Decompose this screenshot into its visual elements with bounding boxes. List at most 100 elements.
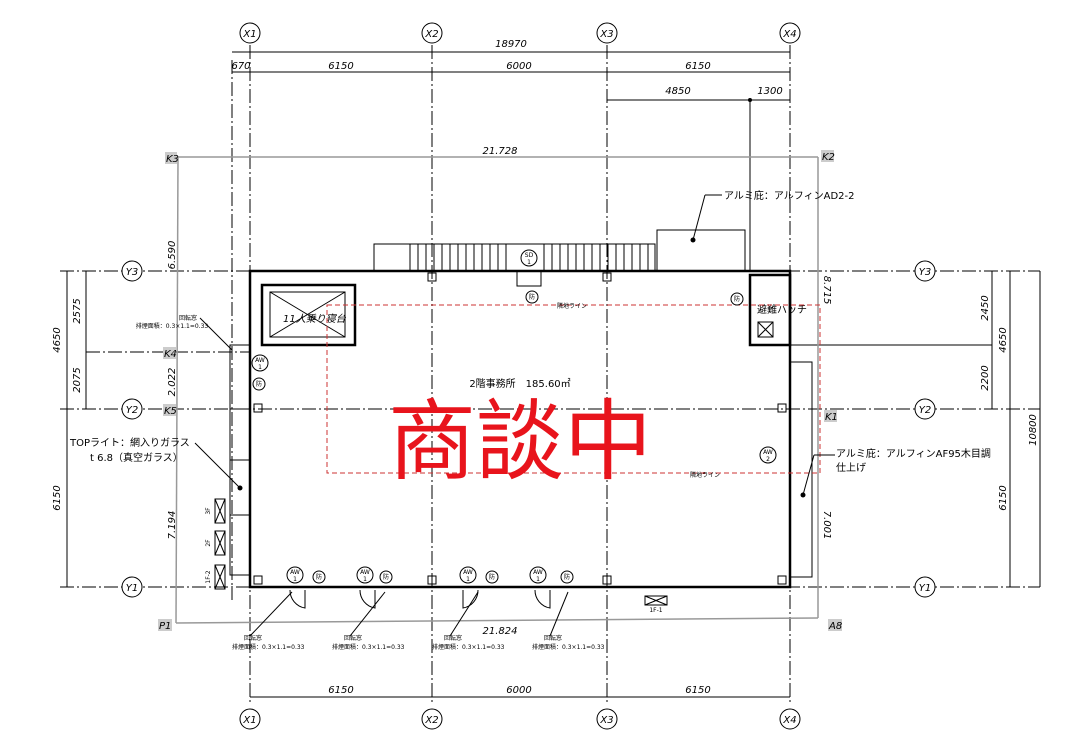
axis-bubble-x1-top: X1 — [239, 22, 261, 44]
svg-text:A8: A8 — [828, 621, 842, 632]
svg-text:防: 防 — [489, 573, 495, 581]
dimensions-left: 4650 6150 2575 2075 — [52, 271, 87, 587]
svg-text:4850: 4850 — [665, 86, 690, 97]
svg-text:2: 2 — [766, 456, 770, 463]
survey-lines: 21.728 21.824 6.590 2.022 7.194 8.715 7.… — [167, 146, 832, 637]
svg-text:2075: 2075 — [72, 367, 83, 392]
svg-text:K5: K5 — [164, 406, 177, 417]
canopy-ad: アルミ庇：アルフィンAD2-2 — [656, 189, 854, 272]
svg-text:21.824: 21.824 — [483, 626, 518, 637]
svg-text:TOPライト：網入りガラス: TOPライト：網入りガラス — [69, 436, 190, 449]
svg-text:Y2: Y2 — [919, 405, 931, 416]
svg-text:1300: 1300 — [757, 86, 782, 97]
svg-text:回転窓: 回転窓 — [179, 314, 197, 322]
svg-text:6150: 6150 — [328, 685, 353, 696]
svg-text:1: 1 — [466, 576, 470, 583]
balcony — [373, 243, 656, 287]
negotiation-stamp: 商談中 — [388, 390, 652, 493]
svg-text:防: 防 — [564, 573, 570, 581]
fire-mark-right: 防 — [730, 292, 744, 306]
svg-text:1: 1 — [258, 364, 262, 371]
svg-text:回転窓: 回転窓 — [444, 634, 462, 642]
svg-text:1: 1 — [293, 576, 297, 583]
axis-bubble-y1-right: Y1 — [914, 576, 936, 598]
svg-text:排煙面積：0.3×1.1=0.33: 排煙面積：0.3×1.1=0.33 — [232, 643, 305, 651]
svg-text:回転窓: 回転窓 — [344, 634, 362, 642]
svg-text:AW: AW — [290, 569, 300, 576]
svg-text:AW: AW — [763, 449, 773, 456]
svg-text:4650: 4650 — [52, 327, 63, 352]
room-label: 2階事務所 185.60㎡ — [469, 377, 570, 390]
svg-text:隣地ライン: 隣地ライン — [690, 471, 720, 479]
svg-text:避難ハッチ: 避難ハッチ — [757, 303, 807, 316]
svg-text:Y3: Y3 — [919, 267, 931, 278]
svg-text:AW: AW — [463, 569, 473, 576]
svg-text:1F-2: 1F-2 — [205, 570, 212, 583]
svg-text:隣地ライン: 隣地ライン — [557, 302, 587, 310]
elevator: 11人乗り寝台 — [260, 283, 357, 347]
boundary-line: 隣地ライン 隣地ライン — [326, 302, 821, 479]
axis-bubble-x2-bottom: X2 — [421, 708, 443, 730]
survey-point-a8: A8 — [828, 619, 842, 632]
survey-point-k3: K3 — [165, 152, 179, 165]
svg-text:K1: K1 — [825, 412, 838, 423]
svg-text:X4: X4 — [782, 29, 796, 40]
svg-text:回転窓: 回転窓 — [244, 634, 262, 642]
window-aw-b3: AW1 防 — [459, 566, 499, 584]
axis-bubble-x3-bottom: X3 — [596, 708, 618, 730]
svg-text:8.715: 8.715 — [821, 276, 832, 305]
window-note-left: 回転窓 排煙面積：0.3×1.1=0.33 — [136, 314, 233, 351]
svg-text:AW: AW — [360, 569, 370, 576]
dimensions-top: 18970 670 6150 6000 6150 4850 1300 — [231, 39, 790, 271]
svg-text:Y1: Y1 — [919, 583, 931, 594]
svg-text:排煙面積：0.3×1.1=0.33: 排煙面積：0.3×1.1=0.33 — [532, 643, 605, 651]
svg-text:X1: X1 — [242, 29, 256, 40]
svg-text:21.728: 21.728 — [483, 146, 518, 157]
svg-text:X2: X2 — [424, 715, 438, 726]
survey-point-p1: P1 — [158, 619, 172, 632]
svg-text:2200: 2200 — [980, 365, 991, 390]
svg-text:K3: K3 — [166, 154, 179, 165]
svg-text:6150: 6150 — [685, 685, 710, 696]
fire-mark-left: 防 — [252, 377, 266, 391]
svg-text:Y1: Y1 — [126, 583, 138, 594]
survey-point-k1: K1 — [824, 410, 838, 423]
svg-text:4650: 4650 — [998, 327, 1009, 352]
svg-text:1: 1 — [363, 576, 367, 583]
svg-text:6150: 6150 — [328, 61, 353, 72]
door-swings — [289, 589, 551, 609]
svg-text:7.194: 7.194 — [167, 511, 178, 540]
svg-text:1: 1 — [536, 576, 540, 583]
svg-text:2.022: 2.022 — [167, 368, 178, 397]
svg-text:670: 670 — [231, 61, 250, 72]
axis-bubble-y3-left: Y3 — [121, 260, 143, 282]
svg-text:排煙面積：0.3×1.1=0.33: 排煙面積：0.3×1.1=0.33 — [136, 322, 209, 330]
svg-text:6150: 6150 — [998, 485, 1009, 510]
svg-text:11人乗り寝台: 11人乗り寝台 — [283, 313, 347, 325]
svg-text:SD: SD — [525, 252, 534, 259]
svg-text:2450: 2450 — [980, 295, 991, 320]
svg-text:排煙面積：0.3×1.1=0.33: 排煙面積：0.3×1.1=0.33 — [432, 643, 505, 651]
svg-text:t 6.8（真空ガラス）: t 6.8（真空ガラス） — [90, 451, 183, 464]
svg-text:2575: 2575 — [72, 298, 83, 323]
svg-text:防: 防 — [316, 573, 322, 581]
svg-text:K4: K4 — [164, 349, 177, 360]
axis-bubble-x2-top: X2 — [421, 22, 443, 44]
escape-hatch: 避難ハッチ — [748, 273, 807, 347]
svg-text:Y2: Y2 — [126, 405, 138, 416]
svg-text:防: 防 — [529, 293, 535, 301]
dimensions-bottom: 6150 6000 6150 — [250, 685, 790, 698]
svg-text:1: 1 — [527, 259, 531, 266]
axis-bubble-x4-bottom: X4 — [779, 708, 801, 730]
svg-text:1F-1: 1F-1 — [649, 607, 662, 614]
svg-text:防: 防 — [734, 295, 740, 303]
axis-bubble-y2-right: Y2 — [914, 398, 936, 420]
toplight-note: TOPライト：網入りガラス t 6.8（真空ガラス） — [69, 436, 243, 491]
svg-text:6150: 6150 — [685, 61, 710, 72]
svg-text:AW: AW — [255, 357, 265, 364]
